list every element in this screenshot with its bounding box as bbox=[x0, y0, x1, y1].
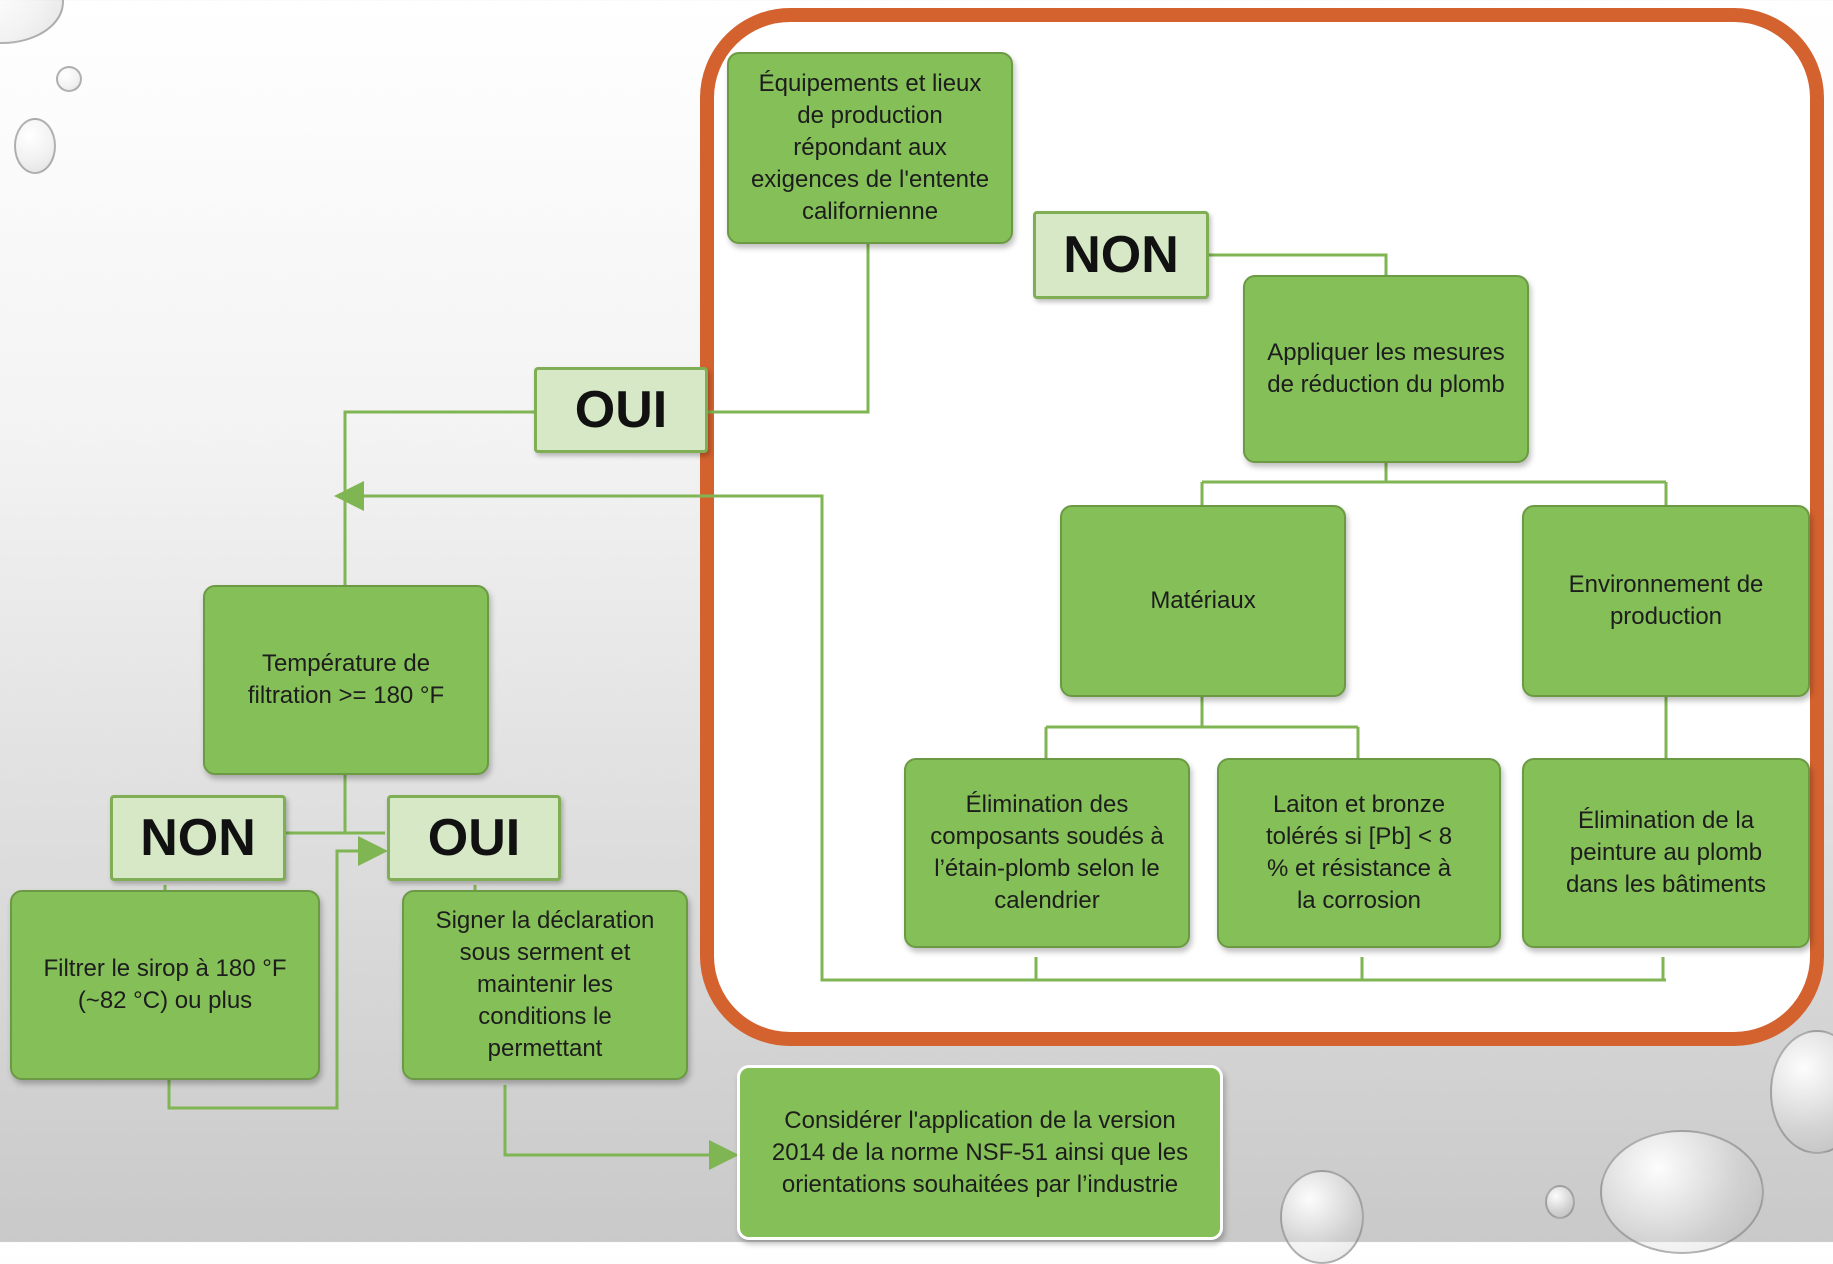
tag-oui-top: OUI bbox=[534, 367, 708, 453]
box-materials: Matériaux bbox=[1060, 505, 1346, 697]
box-solder-elimination: Élimination des composants soudés à l’ét… bbox=[904, 758, 1190, 948]
connector-top-to-oui bbox=[707, 244, 870, 414]
connector-return-arrow bbox=[334, 481, 1666, 982]
tag-oui-bottom: OUI bbox=[387, 795, 561, 881]
bubble-decoration bbox=[1545, 1185, 1575, 1219]
connector-sign-to-consider bbox=[503, 1085, 739, 1170]
tag-non-bottom: NON bbox=[110, 795, 286, 881]
box-sign-declaration: Signer la déclaration sous serment et ma… bbox=[402, 890, 688, 1080]
connector-non-to-reduce bbox=[1208, 253, 1388, 275]
box-filter-syrup: Filtrer le sirop à 180 °F (~82 °C) ou pl… bbox=[10, 890, 320, 1080]
connector-reduce-split bbox=[1200, 463, 1668, 505]
connector-oui-to-temperature bbox=[343, 410, 534, 585]
box-filtration-temperature: Température de filtration >= 180 °F bbox=[203, 585, 489, 775]
box-equipment-requirements: Équipements et lieux de production répon… bbox=[727, 52, 1013, 244]
connector-bottom-drops bbox=[1034, 957, 1665, 980]
box-apply-lead-reduction: Appliquer les mesures de réduction du pl… bbox=[1243, 275, 1529, 463]
connector-filter-loop bbox=[167, 836, 388, 1110]
box-brass-bronze: Laiton et bronze tolérés si [Pb] < 8 % e… bbox=[1217, 758, 1501, 948]
bubble-decoration bbox=[56, 66, 82, 92]
box-consider-nsf51: Considérer l'application de la version 2… bbox=[737, 1065, 1223, 1240]
box-production-environment: Environnement de production bbox=[1522, 505, 1810, 697]
connector-materials-split bbox=[1044, 697, 1360, 758]
bubble-decoration bbox=[14, 118, 56, 174]
box-paint-elimination: Élimination de la peinture au plomb dans… bbox=[1522, 758, 1810, 948]
tag-non-top: NON bbox=[1033, 211, 1209, 299]
